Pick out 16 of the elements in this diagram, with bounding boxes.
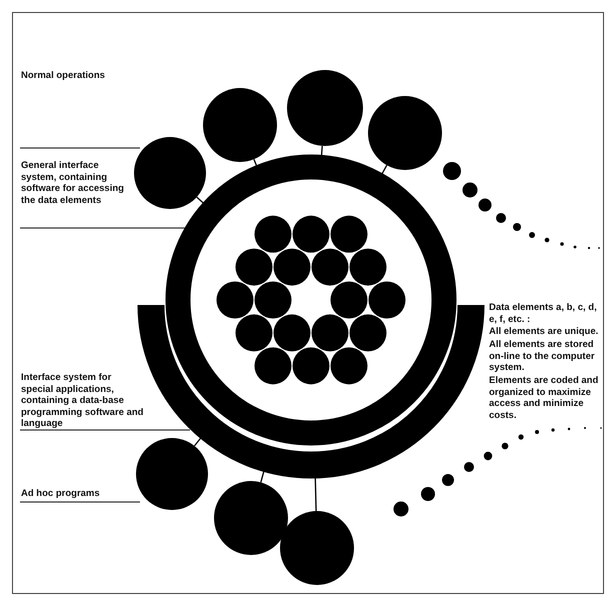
program-circle (368, 96, 442, 170)
note-text: Data elements a, b, c, d, e, f, etc. : (489, 302, 598, 325)
program-circle (134, 137, 206, 209)
row-label: General interface system, containing software for accessing the data elements (21, 160, 125, 206)
note-text: All elements are unique. (489, 326, 600, 338)
program-circle (214, 481, 288, 555)
row-label: Ad hoc programs (21, 488, 101, 500)
program-circle (280, 511, 354, 585)
program-circle (136, 438, 208, 510)
interface-ring (166, 154, 456, 446)
row-label: Interface system for special applications, containing a data-base programming software and language (21, 372, 144, 430)
row-label: Normal operations (21, 70, 106, 82)
program-circle (203, 88, 277, 162)
note-text: All elements are stored on-line to the computer system. (489, 339, 596, 374)
program-circle (287, 70, 363, 146)
note-text: Elements are coded and organized to maximize access and minimize costs. (489, 375, 600, 421)
